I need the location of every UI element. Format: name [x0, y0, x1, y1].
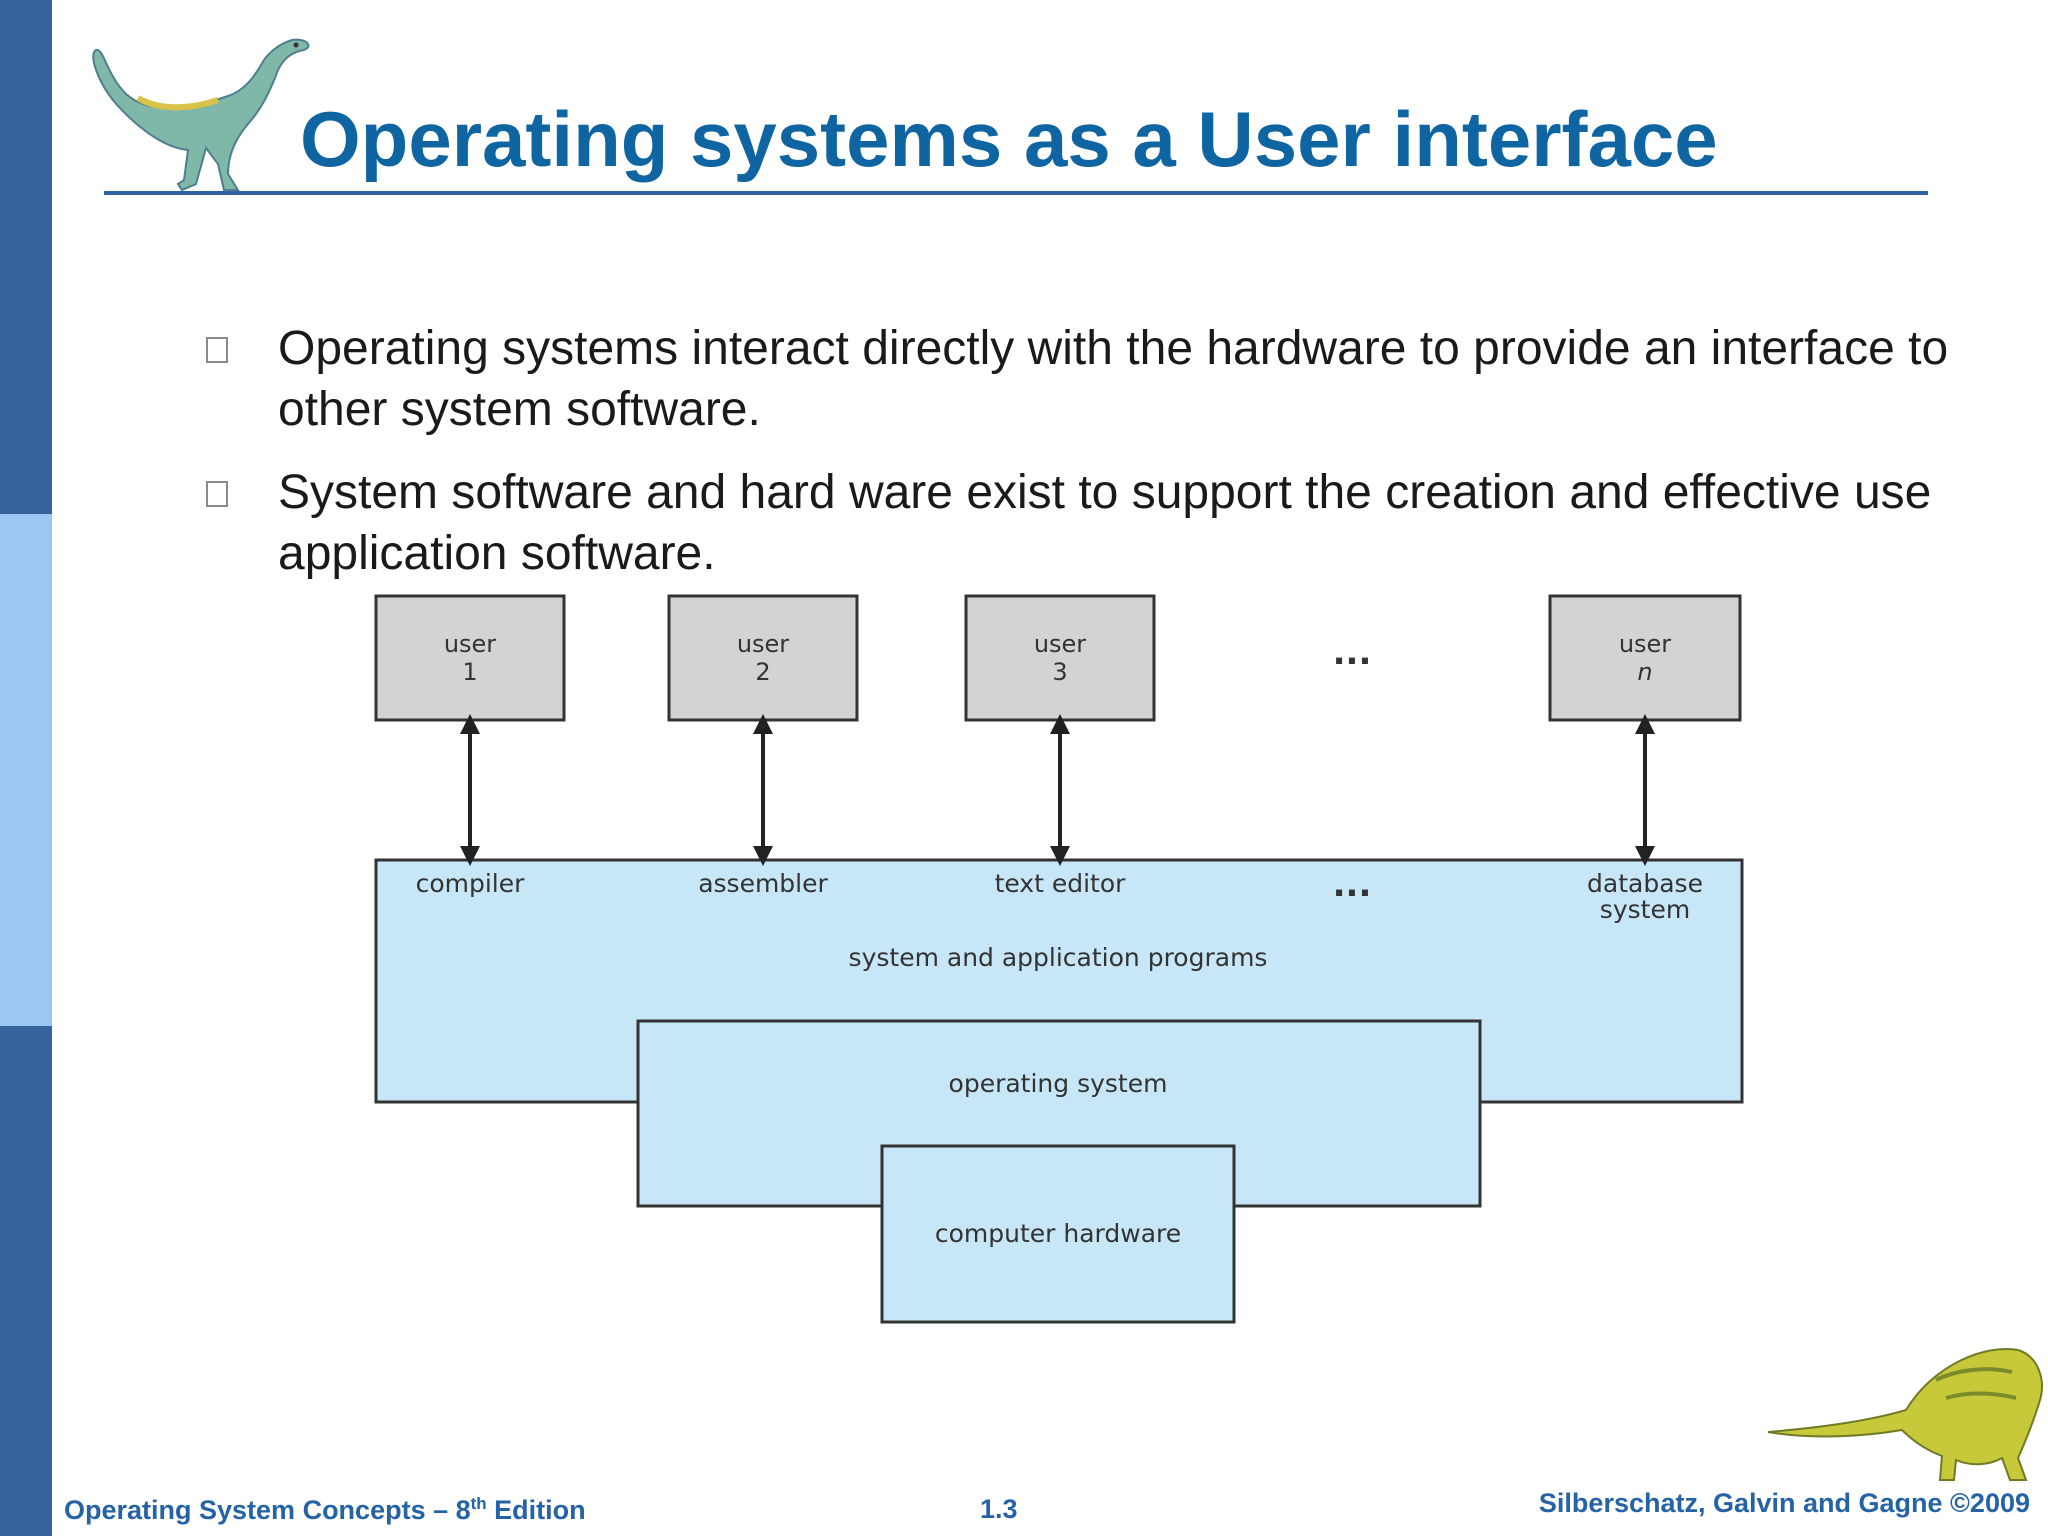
- user-number: 1: [462, 658, 477, 686]
- user-number: n: [1637, 658, 1652, 686]
- bullet-item: Operating systems interact directly with…: [204, 318, 2034, 440]
- sidebar-light-middle: [0, 514, 52, 1026]
- ellipsis-users: ...: [1333, 633, 1372, 673]
- dinosaur-bottom-icon: [1767, 1348, 2043, 1481]
- bullet-text: System software and hard ware exist to s…: [278, 466, 1932, 580]
- hardware-layer-label: computer hardware: [935, 1219, 1181, 1248]
- programs-layer-label: system and application programs: [849, 943, 1268, 972]
- sidebar-dark-bottom: [0, 1026, 52, 1536]
- bullet-box-icon: [206, 481, 228, 507]
- program-database-system: system: [1600, 895, 1690, 924]
- user-box: user n: [1548, 594, 1742, 722]
- footer-page-number: 1.3: [980, 1494, 1018, 1524]
- slide-title: Operating systems as a User interface: [300, 95, 1718, 183]
- hardware-layer-box: [880, 1144, 1236, 1324]
- footer-book-title: Operating System Concepts – 8th Edition: [64, 1494, 586, 1525]
- os-layer-label: operating system: [949, 1069, 1168, 1098]
- user-box: user 2: [667, 594, 859, 722]
- user-number: 2: [755, 658, 770, 686]
- bullet-list: Operating systems interact directly with…: [204, 318, 2034, 606]
- user-label: user: [1034, 630, 1086, 658]
- user-label: user: [737, 630, 789, 658]
- user-label: user: [1619, 630, 1671, 658]
- bullet-text: Operating systems interact directly with…: [278, 322, 1949, 436]
- user-number: 3: [1052, 658, 1067, 686]
- dinosaur-logo-icon: [92, 38, 310, 192]
- footer-copyright: Silberschatz, Galvin and Gagne ©2009: [1538, 1488, 2030, 1518]
- ellipsis-programs: ...: [1333, 865, 1372, 905]
- bullet-box-icon: [206, 337, 228, 363]
- user-box: user 1: [374, 594, 566, 722]
- program-database: database: [1587, 869, 1703, 898]
- program-text-editor: text editor: [995, 869, 1127, 898]
- program-compiler: compiler: [416, 869, 526, 898]
- bullet-item: System software and hard ware exist to s…: [204, 462, 2034, 584]
- title-underline: [104, 191, 1928, 195]
- sidebar-dark-top: [0, 0, 52, 514]
- user-box: user 3: [964, 594, 1156, 722]
- user-label: user: [444, 630, 496, 658]
- program-assembler: assembler: [698, 869, 828, 898]
